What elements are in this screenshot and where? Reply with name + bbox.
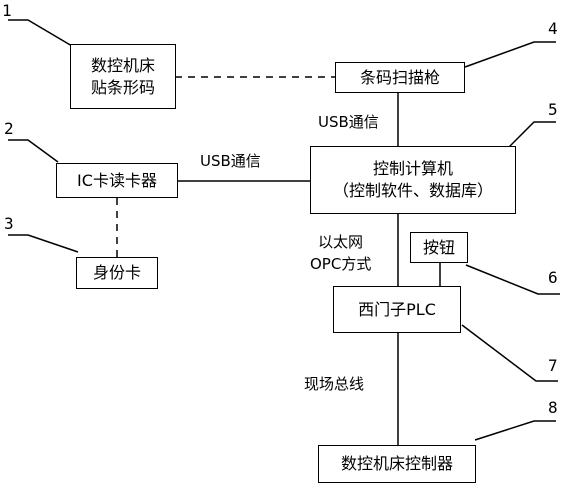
- cnc-barcode-line1: 数控机床: [90, 55, 155, 75]
- callout-6: 6: [548, 268, 558, 287]
- callout-leader-1: [8, 19, 73, 47]
- callout-4: 4: [548, 19, 558, 38]
- ethernet-label: 以太网: [318, 233, 364, 251]
- usb-reader-label: USB通信: [200, 152, 261, 170]
- ic-card-reader-box: IC卡读卡器: [56, 163, 178, 198]
- control-computer-line1: 控制计算机: [372, 159, 453, 179]
- control-computer-box: 控制计算机 （控制软件、数据库）: [310, 146, 516, 214]
- cnc-barcode-line2: 贴条形码: [90, 77, 155, 97]
- callout-leader-7: [461, 324, 558, 382]
- id-card-label: 身份卡: [92, 263, 141, 283]
- barcode-scanner-box: 条码扫描枪: [335, 62, 465, 93]
- callout-leader-2: [8, 139, 59, 163]
- id-card-box: 身份卡: [76, 257, 158, 289]
- siemens-plc-label: 西门子PLC: [358, 299, 436, 319]
- usb-scanner-label: USB通信: [318, 113, 379, 131]
- callout-leader-6: [465, 264, 560, 295]
- callout-1: 1: [2, 1, 12, 20]
- button-label: 按钮: [422, 237, 455, 257]
- callout-leader-4: [464, 41, 556, 68]
- callout-leader-5: [507, 121, 556, 149]
- fieldbus-label: 现场总线: [304, 375, 365, 393]
- siemens-plc-box: 西门子PLC: [333, 286, 461, 333]
- control-computer-line2: （控制软件、数据库）: [332, 181, 493, 200]
- callout-5: 5: [548, 100, 558, 119]
- callout-leader-3: [8, 234, 79, 253]
- cnc-controller-label: 数控机床控制器: [340, 454, 453, 474]
- button-box: 按钮: [410, 232, 468, 263]
- callout-2: 2: [4, 119, 14, 138]
- callout-7: 7: [548, 356, 558, 375]
- ic-card-reader-label: IC卡读卡器: [77, 170, 157, 190]
- opc-label: OPC方式: [310, 255, 372, 273]
- cnc-barcode-box: 数控机床 贴条形码: [70, 44, 176, 109]
- callout-leader-8: [474, 420, 556, 441]
- barcode-scanner-label: 条码扫描枪: [359, 67, 440, 87]
- callout-8: 8: [548, 398, 558, 417]
- cnc-controller-box: 数控机床控制器: [318, 445, 476, 483]
- callout-3: 3: [4, 214, 14, 233]
